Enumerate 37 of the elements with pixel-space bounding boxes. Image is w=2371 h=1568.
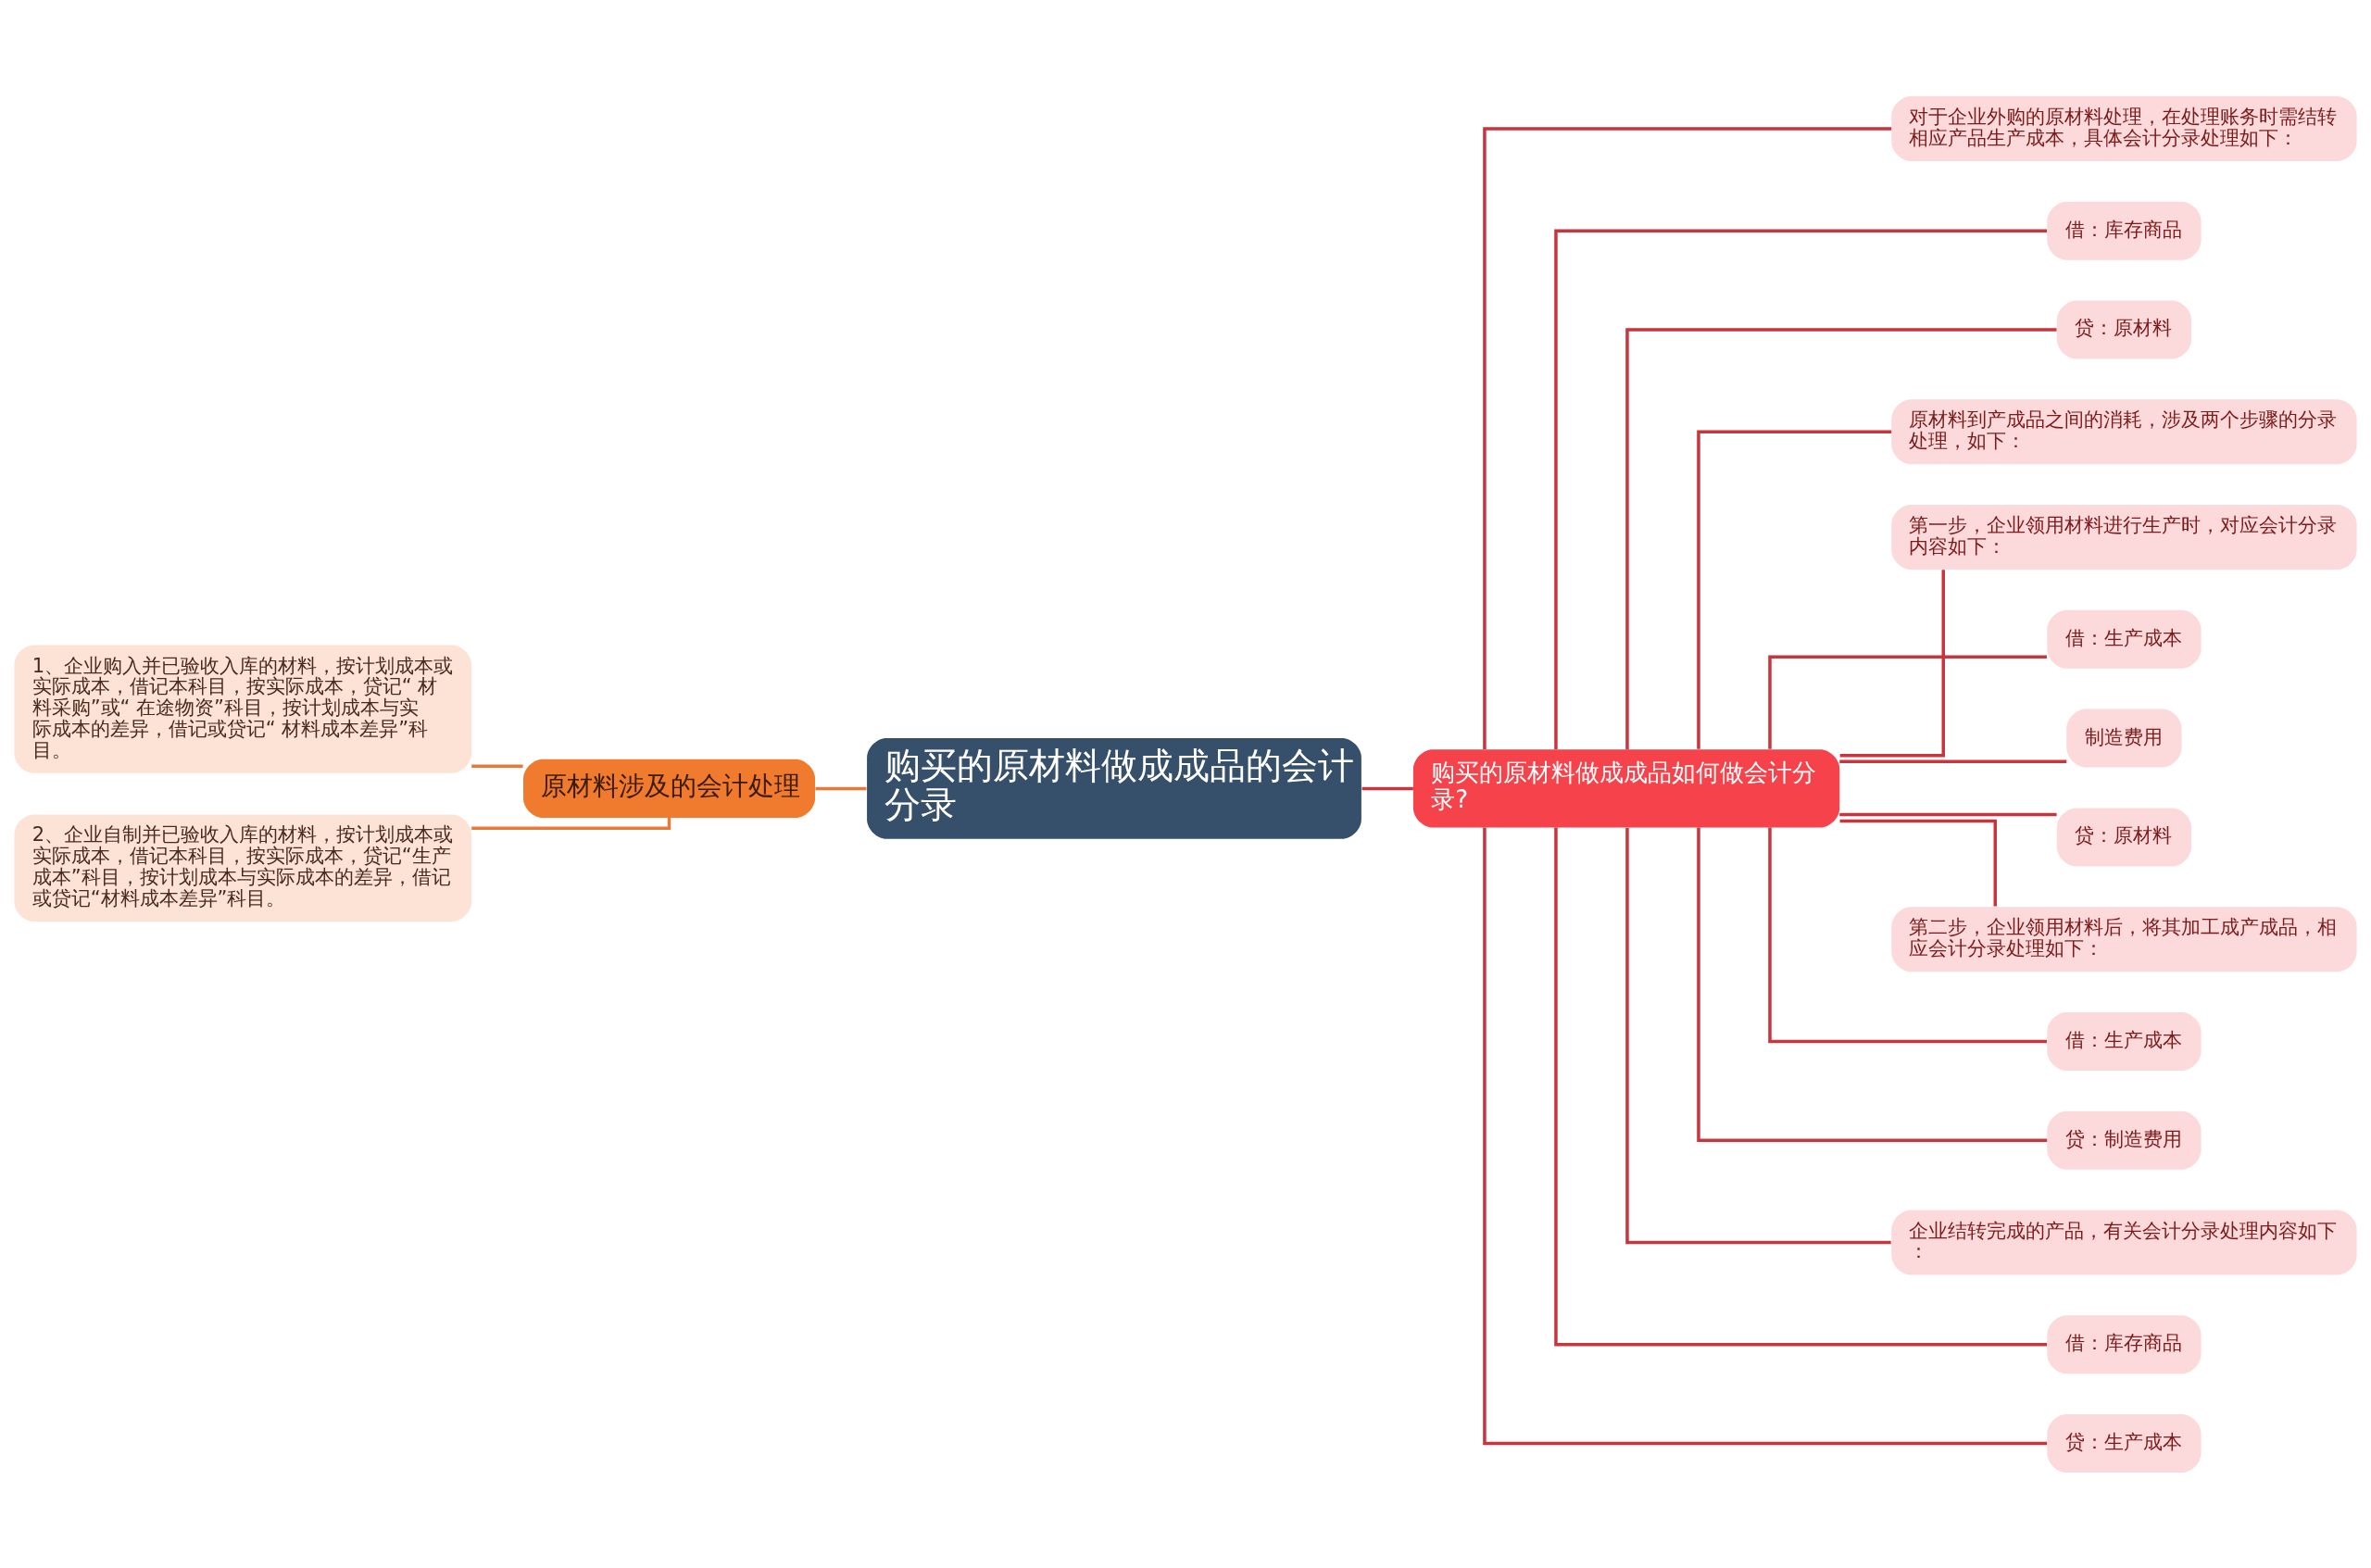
connector: [1697, 826, 2048, 1142]
node-box: 借：库存商品: [2047, 201, 2202, 260]
node-box: 企业结转完成的产品，有关会计分录处理内容如下：: [1891, 1209, 2357, 1274]
connector: [471, 764, 523, 768]
node-box: 借：库存商品: [2047, 1314, 2202, 1374]
node-box: 原材料涉及的会计处理: [523, 759, 816, 818]
connector: [1839, 819, 1997, 907]
node-box: 贷：原材料: [2056, 300, 2192, 359]
connector: [1625, 327, 2057, 749]
node-box: 贷：原材料: [2056, 807, 2192, 866]
connector: [471, 817, 671, 830]
node-box: 制造费用: [2066, 709, 2182, 768]
connector: [1554, 229, 2048, 749]
connector: [1839, 759, 2067, 763]
node-box: 借：生产成本: [2047, 609, 2202, 669]
connector: [1483, 126, 1892, 749]
node-box: 贷：生产成本: [2047, 1413, 2202, 1473]
connector: [1361, 786, 1413, 790]
connector: [1839, 569, 1945, 758]
node-box: 第二步，企业领用材料后，将其加工成产成品，相应会计分录处理如下：: [1891, 906, 2357, 972]
connector: [815, 786, 867, 790]
node-box: 原材料到产成品之间的消耗，涉及两个步骤的分录处理，如下：: [1891, 398, 2357, 464]
node-box: 第一步，企业领用材料进行生产时，对应会计分录内容如下：: [1891, 504, 2357, 570]
connector: [1697, 430, 1892, 749]
connector: [1483, 827, 2048, 1445]
connector: [1554, 827, 2048, 1346]
node-box: 购买的原材料做成成品的会计分录: [867, 737, 1361, 839]
node-box: 对于企业外购的原材料处理，在处理账务时需结转相应产品生产成本，具体会计分录处理如下：: [1891, 95, 2357, 161]
connector: [1839, 812, 2057, 816]
node-box: 购买的原材料做成成品如何做会计分录?: [1412, 748, 1840, 827]
connector: [1768, 654, 2047, 749]
node-box: 1、企业购入并已验收入库的材料，按计划成本或实际成本，借记本科目，按实际成本，贷记“ 材料采购”或“ 在途物资”科目，按计划成本与实际成本的差异，借记或贷记“ 材料成本差异”科目。: [14, 644, 471, 773]
connector: [1625, 827, 1891, 1244]
node-box: 借：生产成本: [2047, 1011, 2202, 1071]
node-box: 2、企业自制并已验收入库的材料，按计划成本或实际成本，借记本科目，按实际成本，贷记“生产成本”科目，按计划成本与实际成本的差异，借记或贷记“材料成本差异”科目。: [14, 813, 471, 922]
connector: [1768, 826, 2047, 1043]
node-box: 贷：制造费用: [2047, 1110, 2202, 1170]
